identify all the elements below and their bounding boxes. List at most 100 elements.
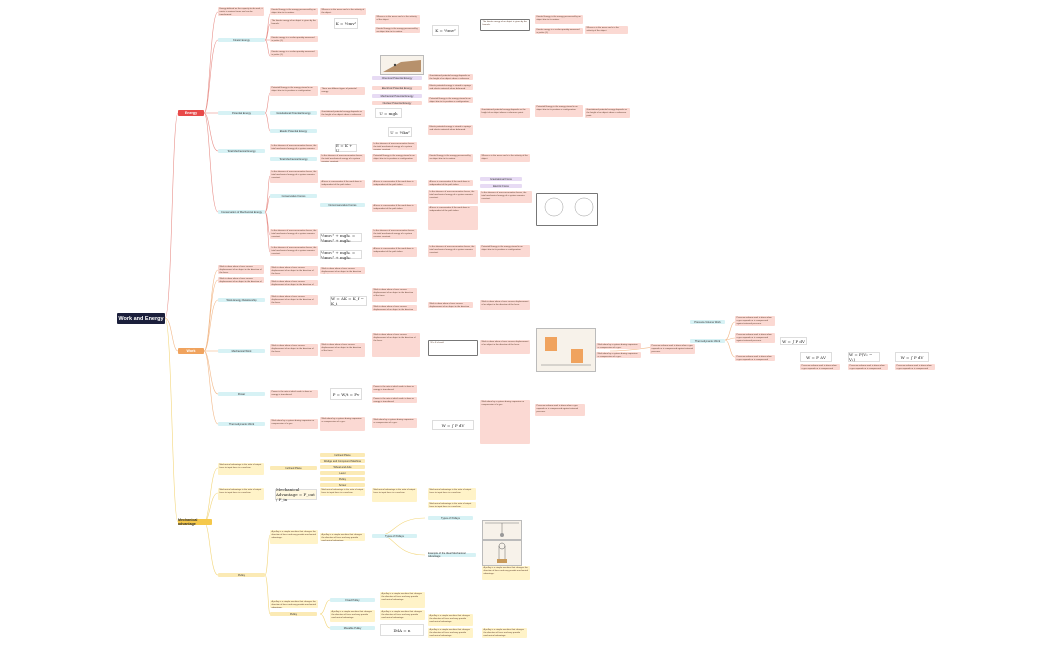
pe-type-2[interactable]: Mechanical Potential Energy — [372, 94, 422, 98]
pulley-ideal-label[interactable]: Example of the Ideal Mechanical Advantag… — [428, 552, 476, 558]
pv-formula-3: W = P(V₂ − V₁) — [848, 352, 880, 362]
machine-0[interactable]: Inclined Plane — [320, 453, 365, 457]
sub-conservation[interactable]: Conservation of Mechanical Energy — [218, 210, 265, 214]
gpe-def-note: Gravitational potential energy depends o… — [320, 110, 365, 117]
sub-types-of-machines[interactable]: Inclined Plane — [270, 466, 317, 470]
work-note-3: Work is done when a force causes displac… — [320, 267, 365, 274]
ke-side-note-2: Kinetic energy is a scalar quantity meas… — [535, 28, 583, 34]
pulley-type-0[interactable]: Fixed Pulley — [330, 598, 375, 602]
pulley-types-label[interactable]: Types of Pulleys — [428, 516, 473, 520]
total-note-4: Potential Energy is the energy stored in… — [372, 154, 417, 162]
sub-conservative-forces[interactable]: Conservative Forces — [270, 194, 317, 198]
machine-1[interactable]: Wedge and Compound Machine — [320, 459, 365, 463]
pv-note-5: Pressure-volume work is done when a gas … — [848, 364, 888, 370]
pulley-note-9: A pulley is a simple machine that change… — [428, 628, 473, 638]
nonconservative-note-2: In the absence of non-conservative force… — [428, 190, 478, 204]
work-diagram-figure — [536, 328, 596, 372]
total-formula: E = K + U — [335, 143, 357, 153]
ke-scalar-note: Kinetic energy is a scalar quantity meas… — [270, 36, 318, 42]
total-note-1: In the absence of non-conservative force… — [270, 144, 318, 150]
sub-elastic-pe[interactable]: Elastic Potential Energy — [270, 129, 317, 133]
nonconservative-note-4: In the absence of non-conservative force… — [480, 191, 532, 203]
pulley-type-1[interactable]: Movable Pulley — [330, 626, 375, 630]
thermo-formula: W = ∫ P dV — [432, 420, 474, 430]
machine-4[interactable]: Pulley — [320, 477, 365, 481]
gpe-note-4: Gravitational potential energy depends o… — [585, 108, 630, 118]
work-note-2: Work is done when a force causes displac… — [270, 266, 318, 276]
sub-total-mechanical[interactable]: Total Mechanical Energy — [218, 149, 265, 153]
conservation-note-c: In the absence of non-conservative force… — [270, 246, 318, 256]
pv-note-3: Pressure-volume work is done when a gas … — [735, 355, 775, 361]
sub-thermo-right-2[interactable]: Thermodynamic Work — [690, 339, 725, 343]
work-energy-note-4: Work is done when a force causes displac… — [428, 302, 473, 308]
pulley-figure-2 — [482, 540, 522, 566]
pulley-note-7: A pulley is a simple machine that change… — [330, 610, 375, 622]
work-energy-formula: W = ΔK = K_f − K_i — [330, 296, 367, 306]
sub-kinetic-energy[interactable]: Kinetic Energy — [218, 38, 265, 42]
conservative-def-note: A force is conservative if the work done… — [320, 180, 365, 188]
conservation-note-a: In the absence of non-conservative force… — [270, 229, 318, 239]
energy-intro-note: Energy defined as the capacity to do wor… — [218, 7, 264, 16]
ke-mass-note-2: Where m is the mass and v is the velocit… — [375, 15, 420, 24]
conservation-figure — [536, 193, 598, 226]
sub-work-energy[interactable]: Work-Energy Relationship — [218, 298, 265, 302]
mech-work-note-5: Work done by a system during expansion o… — [596, 343, 641, 349]
sub-mechanical-work[interactable]: Mechanical Work — [218, 349, 265, 353]
work-energy-note-2: Work is done when a force causes displac… — [372, 288, 417, 302]
sub-nonconservative[interactable]: Nonconservative Forces — [320, 203, 365, 207]
branch-work[interactable]: Work — [178, 348, 204, 354]
thermo-note-5: Pressure-volume work is done when a gas … — [535, 404, 585, 416]
ke-ratio-formula: K = ½mv² — [432, 25, 459, 36]
ke-extra-note: Kinetic energy is a scalar quantity meas… — [270, 50, 318, 57]
pulley-note-3: A pulley is a simple machine that change… — [482, 566, 530, 580]
pulley-note-5: A pulley is a simple machine that change… — [380, 592, 425, 608]
pe-type-1[interactable]: Electrical Potential Energy — [372, 86, 422, 90]
sub-pulley[interactable]: Pulley — [218, 573, 265, 577]
machine-5[interactable]: Screw — [320, 483, 365, 487]
pulley-note-8: A pulley is a simple machine that change… — [428, 614, 473, 626]
ma-intro-note: Mechanical advantage is the ratio of out… — [218, 463, 264, 475]
mech-work-note-3: Work is done when a force causes displac… — [372, 333, 420, 357]
pulley-ideal-formula: IMA = n — [380, 624, 424, 636]
pv-formula-1: W = ∫ P dV — [780, 337, 807, 345]
pv-note-4: Pressure-volume work is done when a gas … — [800, 364, 840, 370]
thermo-def-note: Work done by a system during expansion o… — [270, 419, 318, 429]
pe-type-3[interactable]: Nuclear Potential Energy — [372, 101, 422, 105]
sub-thermo-right[interactable]: Pressure-Volume Work — [690, 320, 725, 324]
sub-power[interactable]: Power — [218, 392, 265, 396]
work-note-5: Work is done when a force causes displac… — [270, 280, 318, 286]
force-type-1[interactable]: Electric Force — [480, 184, 522, 188]
epe-formula: U = ½kx² — [388, 127, 412, 137]
pulley-note-4: A pulley is a simple machine that change… — [270, 600, 318, 608]
sub-potential-energy[interactable]: Potential Energy — [218, 111, 265, 115]
sub-gravitational-pe[interactable]: Gravitational Potential Energy — [270, 111, 317, 115]
force-type-0[interactable]: Gravitational Force — [480, 177, 522, 181]
ma-note-3: Mechanical advantage is the ratio of out… — [372, 488, 417, 502]
machine-3[interactable]: Lever — [320, 471, 365, 475]
mech-work-note-7: Pressure-volume work is done when a gas … — [650, 344, 695, 354]
pulley-def-note: A pulley is a simple machine that change… — [270, 530, 318, 544]
branch-mechanical-advantage[interactable]: Mechanical advantage — [178, 518, 212, 526]
ke-side-note-1: Kinetic Energy is the energy possessed b… — [535, 15, 583, 24]
branch-energy[interactable]: Energy — [178, 110, 204, 116]
work-energy-note-3: Work is done when a force causes displac… — [372, 305, 417, 311]
pv-note-2: Pressure-volume work is done when a gas … — [735, 333, 775, 343]
mech-work-note-4: Work is done when a force causes displac… — [480, 340, 530, 354]
root-node[interactable]: Work and Energy — [117, 313, 165, 324]
pe-def-note: Potential Energy is the energy stored in… — [270, 86, 318, 96]
nonconservative-note: A force is conservative if the work done… — [372, 204, 417, 212]
pulley-types-label-2[interactable]: Types of Pulleys — [372, 534, 417, 538]
machine-2[interactable]: Wheel and Axle — [320, 465, 365, 469]
pe-type-0[interactable]: Chemical Potential Energy — [372, 76, 422, 80]
sub-thermodynamic[interactable]: Thermodynamic Work — [218, 422, 265, 426]
total-note-2: In the absence of non-conservative force… — [372, 142, 417, 150]
work-note-4: Work is done when a force causes displac… — [218, 277, 264, 283]
ke-side-note-3: Where m is the mass and v is the velocit… — [585, 26, 628, 34]
pv-note-1: Pressure-volume work is done when a gas … — [735, 316, 775, 326]
pulley-figure-1 — [482, 520, 522, 540]
sub-total-alt[interactable]: Total Mechanical Energy — [270, 157, 317, 161]
pulley-note-2: A pulley is a simple machine that change… — [320, 533, 365, 541]
sub-pulley-2[interactable]: Pulley — [270, 612, 317, 616]
ma-note-5: Mechanical advantage is the ratio of out… — [428, 502, 476, 508]
